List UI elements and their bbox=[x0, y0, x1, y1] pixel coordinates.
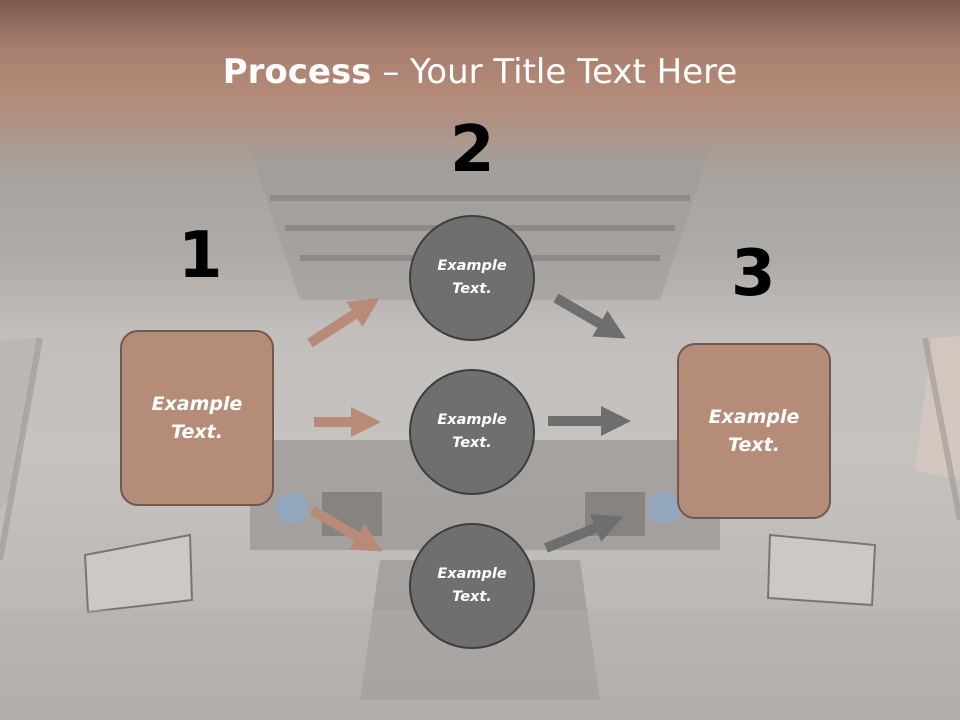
title-bold: Process bbox=[222, 52, 372, 92]
step-number-3: 3 bbox=[731, 237, 776, 311]
title-rest: – Your Title Text Here bbox=[371, 52, 738, 92]
slide-title: Process – Your Title Text Here bbox=[0, 52, 960, 92]
arrow-output-top bbox=[553, 293, 626, 339]
arrow-input-bottom bbox=[309, 505, 383, 552]
step-number-1: 1 bbox=[178, 219, 223, 293]
arrow-input-top bbox=[307, 298, 380, 348]
arrow-output-bottom bbox=[544, 513, 624, 553]
step-number-2: 2 bbox=[450, 113, 495, 187]
